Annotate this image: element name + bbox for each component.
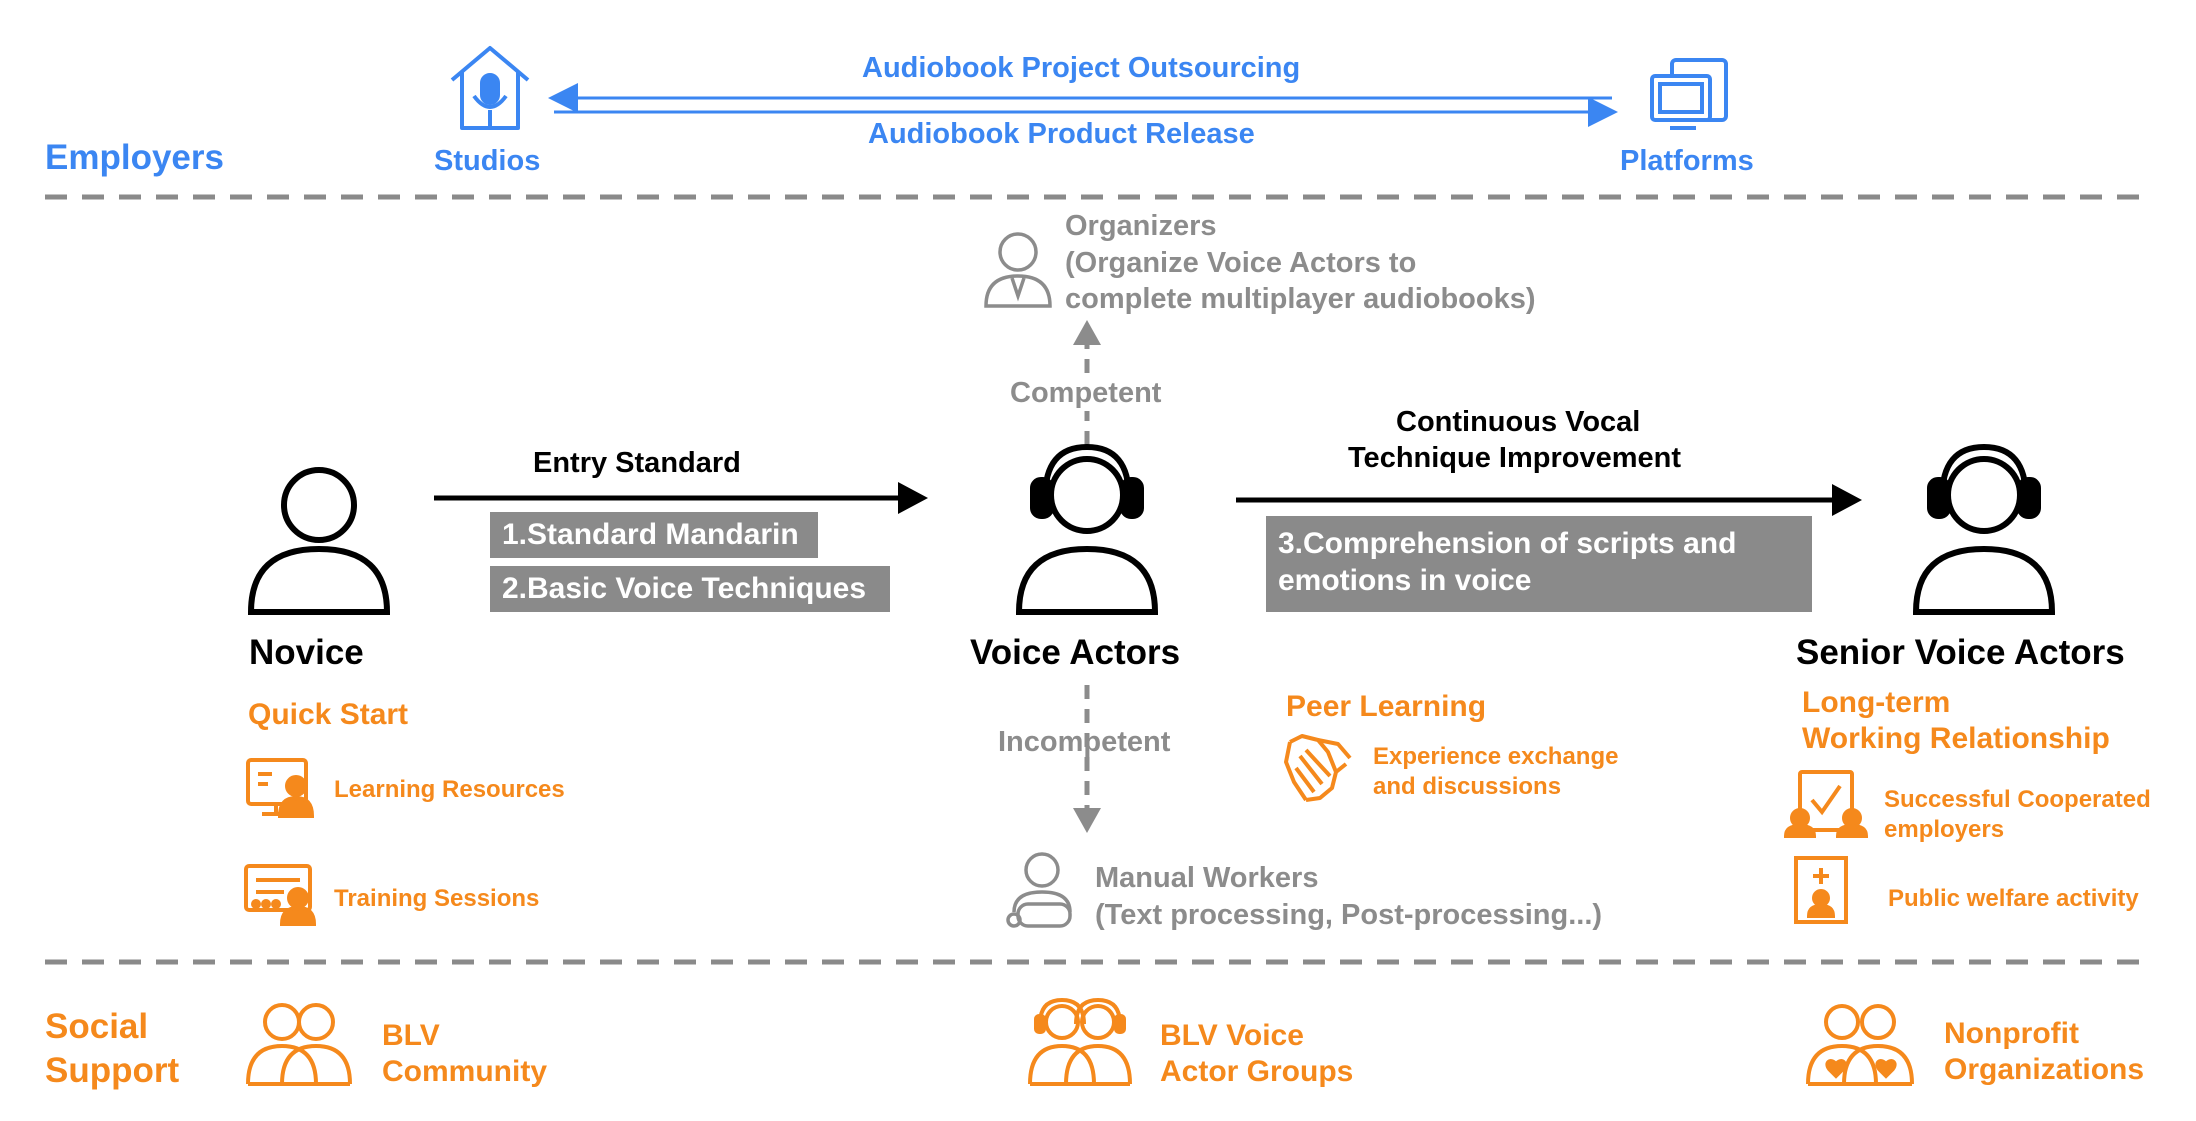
blv-voice-groups-icon	[1028, 997, 1132, 1086]
cooperated-employers-line2: employers	[1884, 816, 2005, 843]
blv-community-icon	[246, 1003, 352, 1086]
blv-community-line2: Community	[382, 1055, 547, 1088]
peer-handshake-icon	[1284, 734, 1352, 802]
longterm-heading-line2: Working Relationship	[1802, 722, 2110, 755]
public-welfare-label: Public welfare activity	[1888, 885, 2139, 912]
manual-workers-desc: (Text processing, Post-processing...)	[1095, 899, 1603, 931]
experience-exchange-line2: and discussions	[1373, 773, 1562, 800]
requirement-comprehension: 3.Comprehension of scripts and emotions …	[1266, 516, 1812, 612]
senior-voice-actors-label: Senior Voice Actors	[1796, 633, 2125, 672]
competent-arrowhead	[1073, 320, 1101, 345]
voice-actor-headset-icon	[1015, 443, 1159, 615]
blv-voice-groups-line2: Actor Groups	[1160, 1055, 1354, 1088]
nonprofit-hearts-icon	[1806, 1004, 1914, 1086]
cooperated-employers-icon	[1783, 770, 1869, 838]
peer-learning-heading: Peer Learning	[1286, 690, 1487, 723]
competent-label: Competent	[1006, 376, 1166, 412]
incompetent-arrowhead	[1073, 808, 1101, 833]
novice-person-icon	[247, 467, 391, 615]
continuous-vocal-label-line1: Continuous Vocal	[1396, 406, 1641, 438]
manual-worker-icon	[1006, 852, 1072, 928]
organizers-desc-line2: complete multiplayer audiobooks)	[1065, 283, 1536, 315]
nonprofit-line1: Nonprofit	[1944, 1017, 2079, 1050]
senior-headset-icon	[1912, 443, 2056, 615]
employers-section-label: Employers	[45, 138, 224, 177]
platforms-label: Platforms	[1620, 145, 1754, 177]
release-label: Audiobook Product Release	[868, 118, 1255, 150]
entry-standard-label: Entry Standard	[533, 447, 741, 479]
training-sessions-label: Training Sessions	[334, 885, 540, 912]
manual-workers-title: Manual Workers	[1095, 862, 1319, 894]
cooperated-employers-line1: Successful Cooperated	[1884, 786, 2151, 813]
blv-voice-groups-line1: BLV Voice	[1160, 1019, 1304, 1052]
quick-start-heading: Quick Start	[248, 698, 409, 731]
outsourcing-label: Audiobook Project Outsourcing	[862, 52, 1301, 84]
longterm-heading-line1: Long-term	[1802, 686, 1951, 719]
platform-monitor-icon	[1650, 58, 1728, 130]
blv-community-line1: BLV	[382, 1019, 440, 1052]
learning-resources-icon	[246, 758, 315, 818]
requirement-basic-voice: 2.Basic Voice Techniques	[490, 566, 890, 612]
training-sessions-icon	[244, 864, 317, 926]
entry-arrowhead	[898, 482, 928, 514]
nonprofit-line2: Organizations	[1944, 1053, 2145, 1086]
incompetent-label: Incompetent	[998, 726, 1171, 758]
social-support-label-line1: Social	[45, 1007, 149, 1046]
requirement-mandarin: 1.Standard Mandarin	[490, 512, 818, 558]
organizers-title: Organizers	[1065, 210, 1217, 242]
organizer-person-icon	[984, 232, 1052, 308]
improvement-arrowhead	[1832, 484, 1862, 516]
voice-actors-label: Voice Actors	[970, 633, 1181, 672]
public-welfare-icon	[1794, 856, 1848, 924]
experience-exchange-line1: Experience exchange	[1373, 743, 1619, 770]
studios-label: Studios	[434, 145, 541, 177]
social-support-label-line2: Support	[45, 1051, 180, 1090]
novice-label: Novice	[249, 633, 364, 672]
studio-house-mic-icon	[450, 46, 530, 130]
continuous-vocal-label-line2: Technique Improvement	[1348, 442, 1682, 474]
learning-resources-label: Learning Resources	[334, 776, 565, 803]
organizers-desc-line1: (Organize Voice Actors to	[1065, 247, 1417, 279]
